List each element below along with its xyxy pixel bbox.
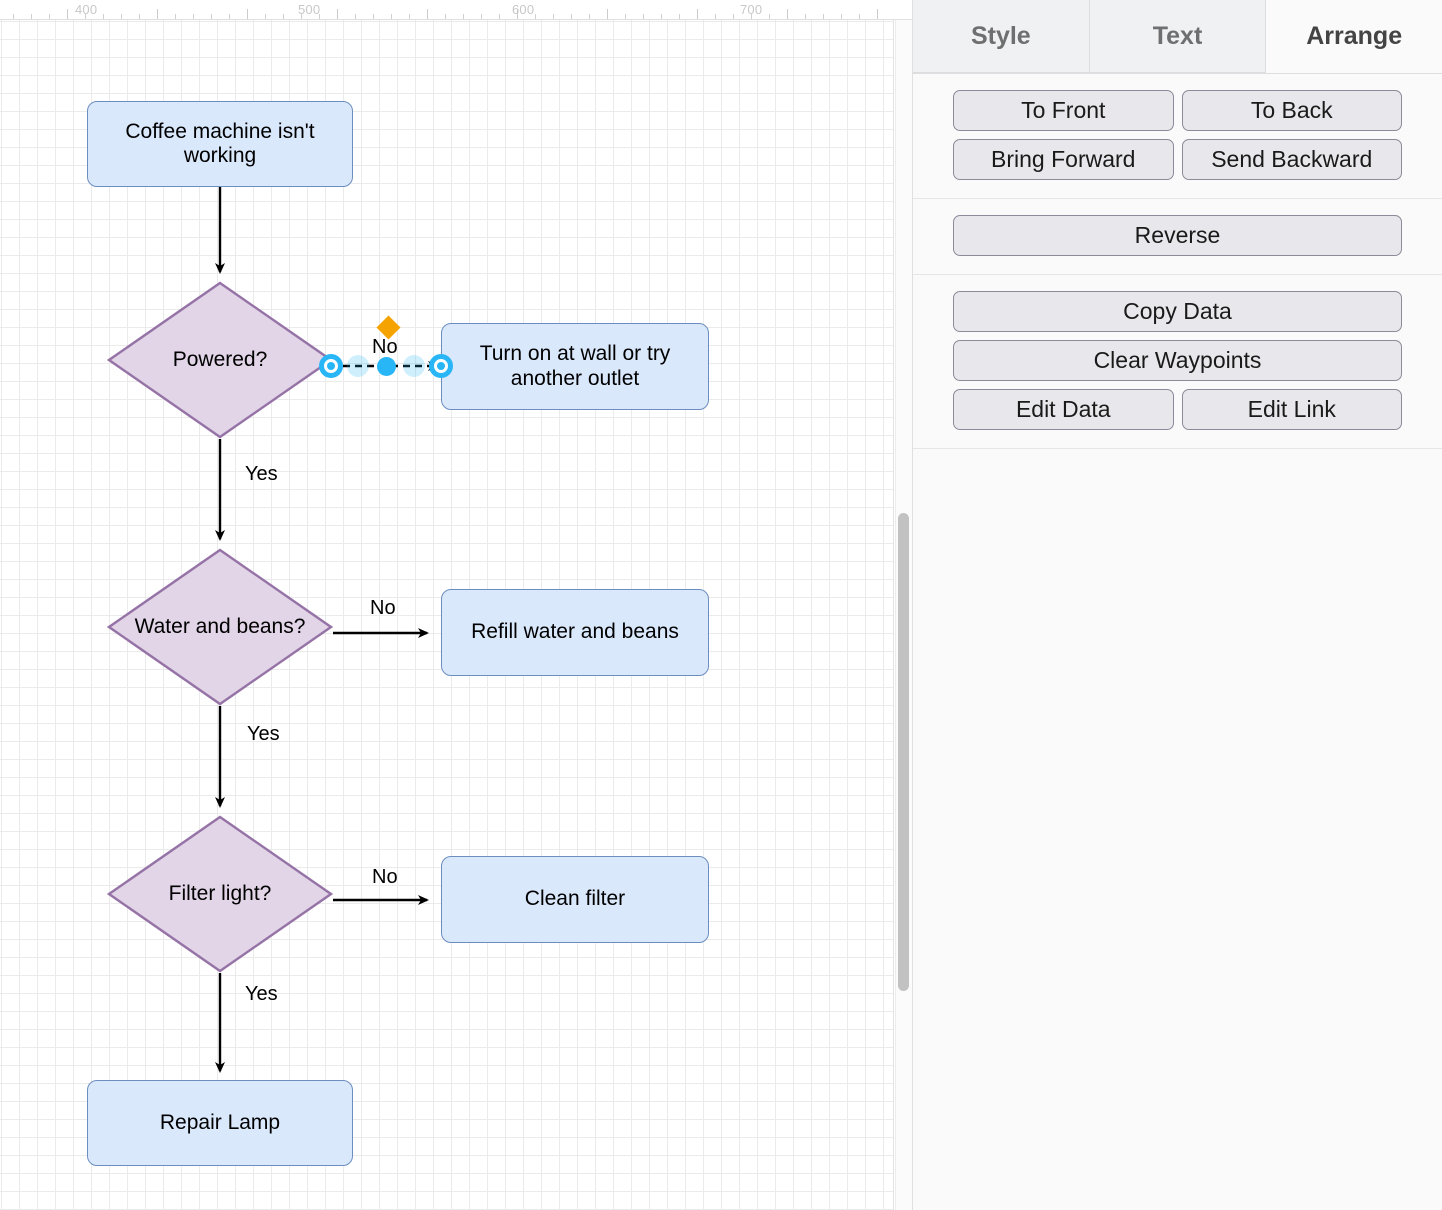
diamond-shape	[107, 281, 333, 439]
edge-label-waterbeans-no[interactable]: No	[370, 597, 396, 619]
section-link-actions: Copy Data Clear Waypoints Edit Data Edit…	[913, 275, 1442, 449]
edge-label-powered-yes[interactable]: Yes	[245, 463, 278, 485]
canvas-vertical-scrollbar-thumb[interactable]	[898, 513, 909, 991]
reverse-button[interactable]: Reverse	[953, 215, 1402, 256]
node-powered-label: Powered?	[172, 347, 268, 371]
edge-label-powered-no[interactable]: No	[372, 336, 398, 358]
order-row-1: To Front To Back	[953, 90, 1402, 131]
diamond-shape	[107, 548, 333, 706]
edge-ghost-handle-right[interactable]	[403, 355, 425, 377]
ruler-label-500: 500	[298, 2, 321, 17]
node-clean-filter[interactable]: Clean filter	[441, 856, 709, 943]
node-label: Coffee machine isn't working	[125, 119, 315, 167]
section-order: To Front To Back Bring Forward Send Back…	[913, 74, 1442, 199]
node-label: Turn on at wall or try another outlet	[479, 342, 671, 390]
direction-row-1: Reverse	[953, 215, 1402, 256]
to-front-button[interactable]: To Front	[953, 90, 1174, 131]
node-label: Repair Lamp	[159, 1110, 281, 1134]
edit-data-button[interactable]: Edit Data	[953, 389, 1174, 430]
tab-style[interactable]: Style	[913, 0, 1090, 73]
node-filter-light-label: Filter light?	[168, 881, 272, 905]
send-backward-button[interactable]: Send Backward	[1181, 139, 1402, 180]
link-actions-row-2: Clear Waypoints	[953, 340, 1402, 381]
order-row-2: Bring Forward Send Backward	[953, 139, 1402, 180]
edge-midpoint-handle[interactable]	[377, 357, 396, 376]
node-repair-lamp[interactable]: Repair Lamp	[87, 1080, 353, 1166]
format-panel-tabs: Style Text Arrange	[913, 0, 1442, 74]
section-direction: Reverse	[913, 199, 1442, 275]
tab-arrange[interactable]: Arrange	[1266, 0, 1442, 73]
ruler-label-600: 600	[512, 2, 535, 17]
edge-ghost-handle-left[interactable]	[347, 355, 369, 377]
node-coffee-machine-isnt-working[interactable]: Coffee machine isn't working	[87, 101, 353, 187]
edge-label-waterbeans-yes[interactable]: Yes	[247, 723, 280, 745]
canvas-area: 400 500 600 700	[0, 0, 912, 1210]
link-actions-row-3: Edit Data Edit Link	[953, 389, 1402, 430]
horizontal-ruler[interactable]: 400 500 600 700	[0, 0, 912, 20]
edge-target-handle[interactable]	[429, 354, 453, 378]
tab-text[interactable]: Text	[1089, 0, 1267, 73]
node-label: Clean filter	[524, 887, 626, 911]
node-water-and-beans[interactable]: Water and beans?	[107, 548, 333, 706]
node-water-and-beans-label: Water and beans?	[134, 614, 306, 638]
clear-waypoints-button[interactable]: Clear Waypoints	[953, 340, 1402, 381]
edge-source-handle[interactable]	[319, 354, 343, 378]
edge-label-filterlight-yes[interactable]: Yes	[245, 983, 278, 1005]
edit-link-button[interactable]: Edit Link	[1181, 389, 1402, 430]
ruler-label-400: 400	[75, 2, 98, 17]
ruler-label-700: 700	[740, 2, 763, 17]
node-filter-light[interactable]: Filter light?	[107, 815, 333, 973]
bring-forward-button[interactable]: Bring Forward	[953, 139, 1174, 180]
edge-label-filterlight-no[interactable]: No	[372, 866, 398, 888]
diagram-canvas[interactable]: Powered? Water and beans? Filter light? …	[0, 20, 893, 1210]
node-label: Refill water and beans	[471, 620, 679, 644]
link-actions-row-1: Copy Data	[953, 291, 1402, 332]
format-panel: Style Text Arrange To Front To Back Brin…	[912, 0, 1442, 1210]
node-turn-on-at-wall[interactable]: Turn on at wall or try another outlet	[441, 323, 709, 410]
copy-data-button[interactable]: Copy Data	[953, 291, 1402, 332]
node-powered[interactable]: Powered?	[107, 281, 333, 439]
to-back-button[interactable]: To Back	[1181, 90, 1402, 131]
canvas-right-edge	[893, 20, 895, 1210]
diamond-shape	[107, 815, 333, 973]
format-panel-empty-area	[913, 449, 1442, 1149]
node-refill-water-and-beans[interactable]: Refill water and beans	[441, 589, 709, 676]
